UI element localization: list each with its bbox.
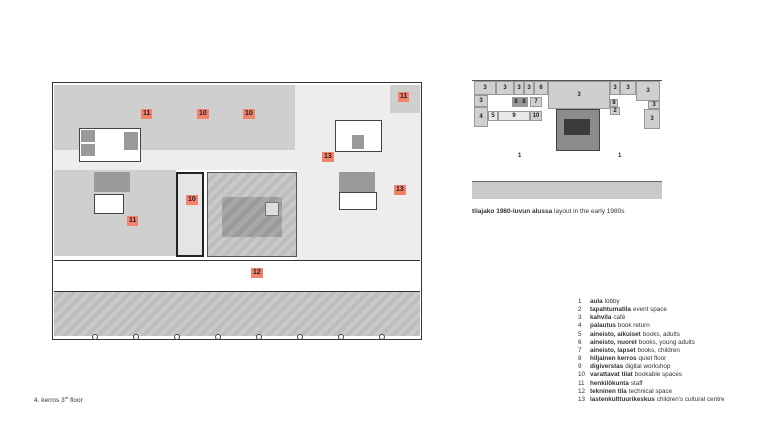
room-tag-13: 13 — [322, 152, 334, 162]
room-tag-10: 10 — [243, 109, 255, 119]
column-marker — [256, 334, 262, 340]
room-bookable-top — [177, 85, 295, 157]
room-number-label: 3 — [636, 81, 660, 101]
room-tag-11: 11 — [141, 109, 153, 119]
column-marker — [297, 334, 303, 340]
room-number-label: 8 — [610, 99, 618, 107]
room-number-label: 6 — [534, 81, 548, 95]
column-marker — [133, 334, 139, 340]
core-block — [81, 130, 95, 142]
floor-plan-3rd-floor: 11 10 10 11 13 13 10 11 12 — [52, 82, 422, 340]
historic-plan-caption: tilajako 1980-luvun alussa layout in the… — [472, 208, 625, 215]
room-number-label: 8 — [512, 97, 520, 107]
room-number-label: 3 — [548, 81, 610, 109]
core-block — [124, 132, 138, 150]
room-number-label: 9 — [498, 111, 530, 121]
core-block — [81, 144, 95, 156]
column-marker — [379, 334, 385, 340]
room-number-label: 3 — [474, 95, 488, 107]
room-tag-10: 10 — [197, 109, 209, 119]
room-number-label: 3 — [648, 101, 660, 109]
core-block — [339, 192, 377, 210]
column-marker — [174, 334, 180, 340]
room-number-label: 3 — [524, 81, 534, 95]
room-number-label: 3 — [644, 109, 660, 129]
atrium-inner — [564, 119, 590, 135]
room-number-label: 1 — [618, 153, 622, 159]
core-block — [352, 135, 364, 149]
room-number-label: 10 — [530, 111, 542, 121]
room-number-label: 7 — [530, 97, 542, 107]
room-number-label: 3 — [620, 81, 636, 95]
core-block — [94, 194, 124, 214]
plan-outline — [52, 82, 422, 340]
column-marker — [338, 334, 344, 340]
room-number-label: 3 — [610, 81, 620, 95]
room-number-label: 3 — [474, 81, 496, 95]
column-marker — [92, 334, 98, 340]
technical-space-hatched — [54, 291, 420, 336]
room-tag-11: 11 — [127, 216, 139, 226]
room-number-label: 1 — [518, 153, 522, 159]
room-number-label: 8 — [520, 97, 528, 107]
column-marker — [215, 334, 221, 340]
main-plan-caption: 4. kerros 3rd floor — [34, 395, 83, 405]
room-tag-12: 12 — [251, 268, 263, 278]
room-tag-10: 10 — [186, 195, 198, 205]
core-block — [94, 172, 130, 192]
technical-band — [472, 181, 662, 199]
room-tag-11: 11 — [398, 92, 410, 102]
atrium-element — [265, 202, 279, 216]
room-bookable-middle — [176, 172, 204, 257]
room-number-label: 5 — [488, 111, 498, 121]
historic-floor-plan: 3 3 3 3 6 3 3 3 3 3 8 8 7 8 2 3 4 5 9 10… — [472, 80, 662, 199]
room-number-label: 3 — [496, 81, 514, 95]
room-number-label: 2 — [610, 107, 620, 115]
room-number-label: 4 — [474, 107, 488, 127]
core-right-bottom — [339, 172, 375, 192]
room-tag-13: 13 — [394, 185, 406, 195]
room-number-label: 3 — [514, 81, 524, 95]
wall — [54, 260, 420, 261]
